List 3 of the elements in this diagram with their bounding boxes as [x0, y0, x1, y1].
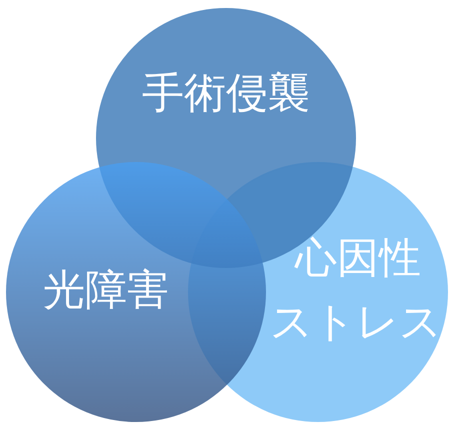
- set-label: 光障害: [43, 265, 169, 315]
- set-label: 心因性ストレス: [270, 232, 443, 348]
- set-label: 手術侵襲: [142, 68, 310, 118]
